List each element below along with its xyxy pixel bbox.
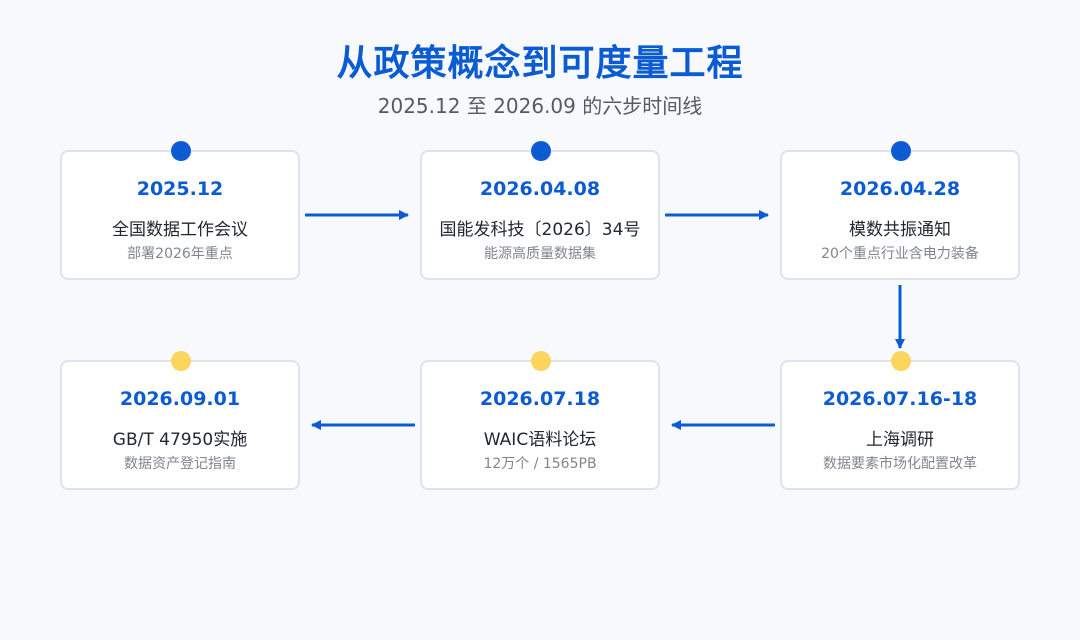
timeline-step-3: 2026.04.28 模数共振通知 20个重点行业含电力装备 — [780, 141, 1020, 280]
timeline-step-1: 2025.12 全国数据工作会议 部署2026年重点 — [60, 141, 300, 280]
step-date: 2026.04.28 — [839, 178, 961, 200]
status-dot — [531, 351, 551, 371]
step-date: 2025.12 — [136, 178, 224, 200]
step-name: 上海调研 — [866, 430, 934, 450]
step-date: 2026.09.01 — [119, 388, 241, 410]
step-date: 2026.07.18 — [479, 388, 601, 410]
page-title: 从政策概念到可度量工程 — [336, 43, 744, 84]
step-desc: 数据要素市场化配置改革 — [823, 456, 977, 472]
status-dot — [171, 141, 191, 161]
step-desc: 12万个 / 1565PB — [483, 456, 597, 472]
step-name: 模数共振通知 — [849, 220, 951, 240]
step-desc: 部署2026年重点 — [127, 246, 233, 262]
step-date: 2026.04.08 — [479, 178, 601, 200]
step-desc: 数据资产登记指南 — [124, 456, 236, 472]
page-subtitle: 2025.12 至 2026.09 的六步时间线 — [377, 94, 703, 118]
timeline-step-4: 2026.07.16-18 上海调研 数据要素市场化配置改革 — [780, 351, 1020, 490]
step-name: GB/T 47950实施 — [112, 430, 248, 450]
timeline-step-6: 2026.09.01 GB/T 47950实施 数据资产登记指南 — [60, 351, 300, 490]
status-dot — [531, 141, 551, 161]
step-date: 2026.07.16-18 — [822, 388, 978, 410]
step-name: 国能发科技〔2026〕34号 — [439, 220, 641, 240]
step-name: 全国数据工作会议 — [112, 220, 248, 240]
status-dot — [891, 351, 911, 371]
step-desc: 能源高质量数据集 — [484, 246, 596, 262]
step-name: WAIC语料论坛 — [483, 430, 597, 450]
timeline-step-2: 2026.04.08 国能发科技〔2026〕34号 能源高质量数据集 — [420, 141, 660, 280]
status-dot — [171, 351, 191, 371]
step-desc: 20个重点行业含电力装备 — [821, 246, 979, 262]
timeline-step-5: 2026.07.18 WAIC语料论坛 12万个 / 1565PB — [420, 351, 660, 490]
status-dot — [891, 141, 911, 161]
